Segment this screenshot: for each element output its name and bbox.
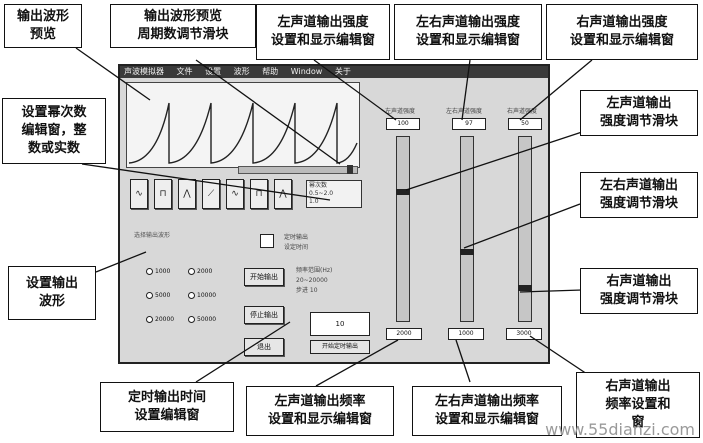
menu-bar: 声波模拟器 文件 设置 波形 帮助 Window 关于 (120, 66, 548, 78)
waveform-preview (126, 82, 360, 168)
right-frequency-edit[interactable]: 3000 (506, 328, 542, 340)
waveform-button[interactable]: ⋀ (274, 179, 292, 209)
radio-label: 1000 (155, 268, 171, 275)
callout-both-intensity-edit: 左右声道输出强度 设置和显示编辑窗 (394, 4, 542, 60)
callout-left-intensity-edit: 左声道输出强度 设置和显示编辑窗 (256, 4, 390, 60)
waveform-plot (128, 102, 358, 164)
radio-option[interactable]: 5000 (146, 292, 170, 299)
callout-power-edit: 设置幂次数 编辑窗，整 数或实数 (2, 98, 106, 164)
waveform-button[interactable]: ∿ (130, 179, 148, 209)
waveform-button[interactable]: ⊓ (154, 179, 172, 209)
both-channel-label: 左右声道强度 (445, 108, 482, 115)
callout-timer-edit: 定时输出时间 设置编辑窗 (100, 382, 234, 432)
waveform-button[interactable]: ∿ (226, 179, 244, 209)
waveform-buttons: ∿ ⊓ ⋀ ⟋ ∿ ⊓ ⋀ (130, 179, 300, 213)
radio-dot (146, 268, 153, 275)
callout-left-intensity-slider: 左声道输出 强度调节滑块 (580, 90, 698, 136)
app-window: 声波模拟器 文件 设置 波形 帮助 Window 关于 ∿ ⊓ ⋀ ⟋ ∿ ⊓ … (118, 64, 550, 364)
waveform-button[interactable]: ⋀ (178, 179, 196, 209)
both-intensity-edit[interactable]: 97 (452, 118, 486, 130)
stop-button[interactable]: 停止输出 (244, 306, 284, 324)
radio-option[interactable]: 50000 (188, 316, 216, 323)
timer-checkbox[interactable] (260, 234, 274, 248)
right-intensity-slider[interactable] (518, 136, 532, 322)
radio-option[interactable]: 1000 (146, 268, 170, 275)
preview-cycles-slider[interactable] (238, 165, 358, 174)
radio-option[interactable]: 2000 (188, 268, 212, 275)
slider-thumb[interactable] (347, 165, 353, 174)
radio-option[interactable]: 10000 (188, 292, 216, 299)
menu-item[interactable]: Window (290, 67, 323, 76)
menu-item[interactable]: 设置 (205, 67, 222, 76)
callout-both-intensity-slider: 左右声道输出 强度调节滑块 (580, 172, 698, 218)
callout-right-intensity-slider: 右声道输出 强度调节滑块 (580, 268, 698, 314)
waveform-radio-group: 1000 2000 5000 10000 20000 50000 (146, 268, 226, 348)
slider-thumb[interactable] (518, 285, 532, 291)
slider-thumb[interactable] (460, 249, 474, 255)
waveform-section-label: 选择输出波形 (134, 232, 171, 239)
radio-dot (188, 268, 195, 275)
waveform-button[interactable]: ⊓ (250, 179, 268, 209)
exit-button[interactable]: 退出 (244, 338, 284, 356)
callout-set-waveform: 设置输出 波形 (8, 266, 96, 320)
radio-dot (188, 316, 195, 323)
watermark: www.55dianzi.com (545, 420, 695, 439)
left-intensity-slider[interactable] (396, 136, 410, 322)
waveform-button[interactable]: ⟋ (202, 179, 220, 209)
radio-dot (146, 316, 153, 323)
radio-label: 10000 (197, 292, 217, 299)
timer-checkbox-label: 定时输出 设定时间 (284, 234, 309, 251)
menu-item[interactable]: 声波模拟器 (124, 67, 164, 76)
timer-edit[interactable]: 10 (310, 312, 370, 336)
waveform-curve (128, 102, 358, 164)
radio-label: 20000 (155, 316, 175, 323)
left-channel-label: 左声道强度 (384, 108, 415, 115)
menu-item[interactable]: 波形 (233, 67, 250, 76)
timed-output-button[interactable]: 开始定时输出 (310, 340, 370, 354)
radio-label: 50000 (197, 316, 217, 323)
right-intensity-edit[interactable]: 50 (508, 118, 542, 130)
menu-item[interactable]: 帮助 (262, 67, 279, 76)
callout-right-intensity-edit: 右声道输出强度 设置和显示编辑窗 (546, 4, 698, 60)
radio-dot (188, 292, 195, 299)
callout-right-freq-edit: 右声道输出 频率设置和 窗 (576, 372, 700, 438)
callout-left-freq-edit: 左声道输出频率 设置和显示编辑窗 (246, 386, 394, 436)
menu-item[interactable]: 关于 (334, 67, 351, 76)
left-frequency-edit[interactable]: 2000 (386, 328, 422, 340)
both-intensity-slider[interactable] (460, 136, 474, 322)
radio-option[interactable]: 20000 (146, 316, 174, 323)
start-button[interactable]: 开始输出 (244, 268, 284, 286)
right-channel-label: 右声道强度 (506, 108, 537, 115)
frequency-note: 频率范围(Hz) 20~20000 步进 10 (296, 267, 333, 294)
callout-preview-slider: 输出波形预览 周期数调节滑块 (110, 4, 256, 48)
callout-wave-preview: 输出波形 预览 (4, 4, 82, 48)
power-edit-box[interactable]: 幂次数 0.5~2.0 1.0 (306, 180, 362, 208)
radio-label: 5000 (155, 292, 171, 299)
callout-both-freq-edit: 左右声道输出频率 设置和显示编辑窗 (412, 386, 562, 436)
menu-item[interactable]: 文件 (176, 67, 193, 76)
radio-dot (146, 292, 153, 299)
left-intensity-edit[interactable]: 100 (386, 118, 420, 130)
radio-label: 2000 (197, 268, 213, 275)
both-frequency-edit[interactable]: 1000 (448, 328, 484, 340)
slider-thumb[interactable] (396, 189, 410, 195)
